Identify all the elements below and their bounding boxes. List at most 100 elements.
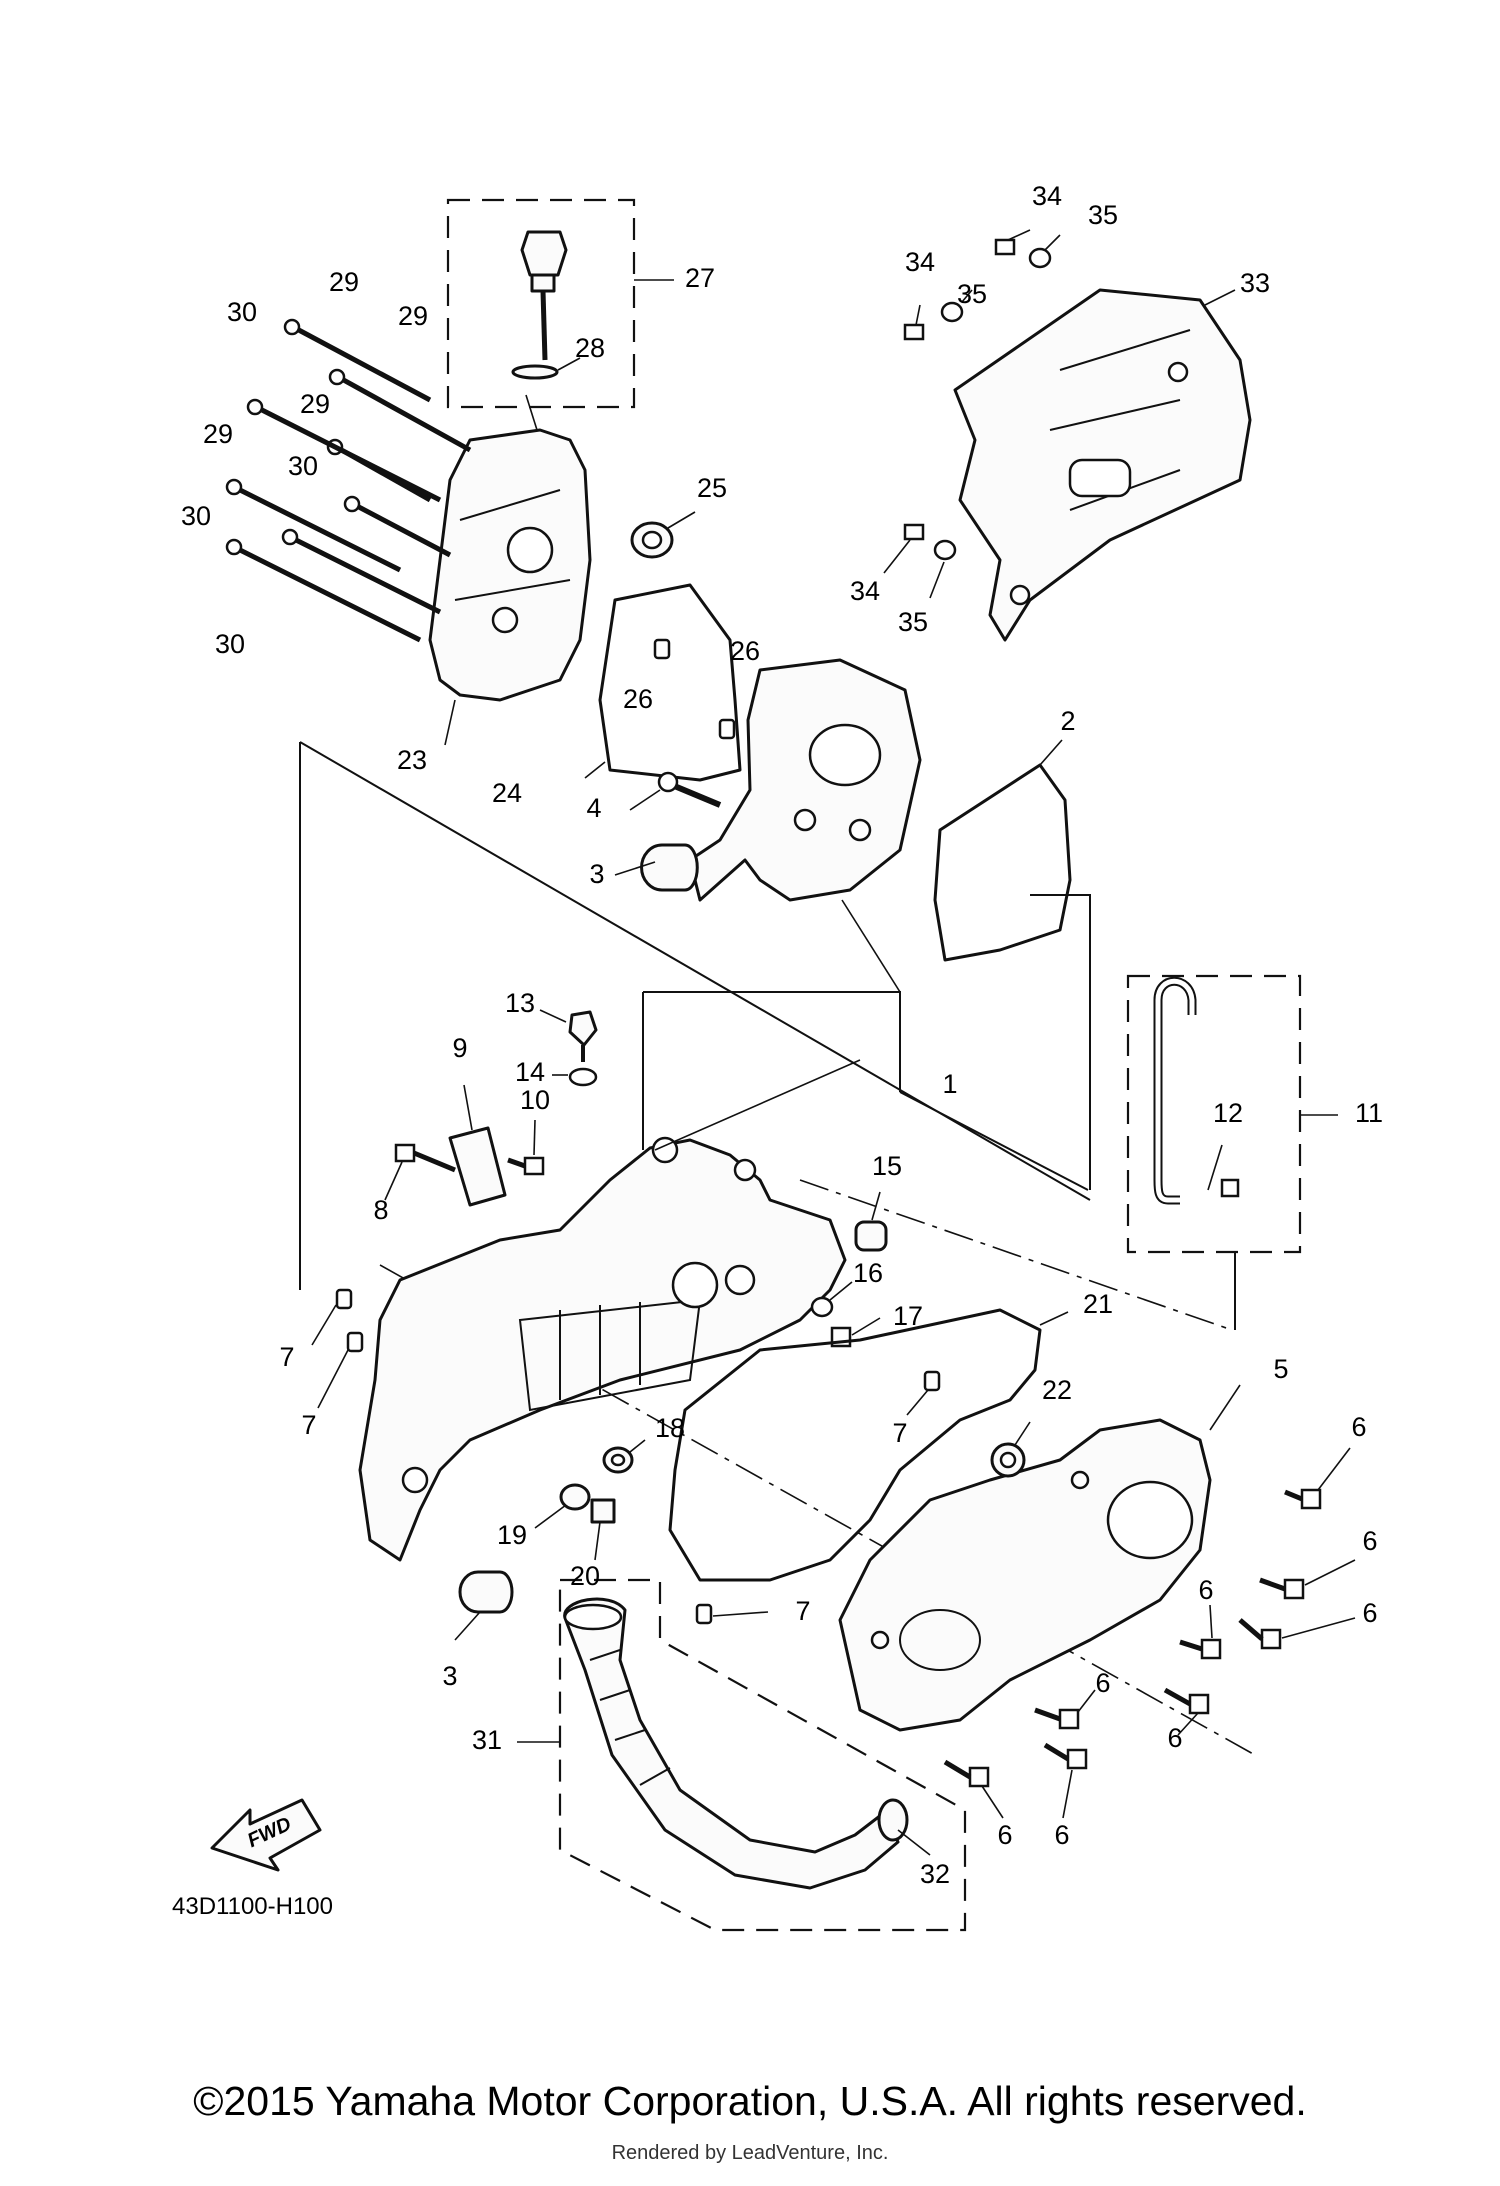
group-box-27 xyxy=(446,198,674,409)
crankcase-main xyxy=(358,1059,861,1562)
bolt-6h-icon xyxy=(1043,1742,1088,1819)
callout-6g: 6 xyxy=(997,1820,1012,1850)
callout-26a: 26 xyxy=(623,684,653,714)
bolt-29a-icon xyxy=(283,318,432,403)
callout-6b: 6 xyxy=(1362,1526,1377,1556)
callout-31: 31 xyxy=(472,1725,502,1755)
callout-6e: 6 xyxy=(1095,1668,1110,1698)
callout-20: 20 xyxy=(570,1561,600,1591)
bolt-30d-icon xyxy=(225,538,422,643)
callout-3a: 3 xyxy=(589,859,604,889)
callout-17: 17 xyxy=(893,1301,923,1331)
clamp-32-icon xyxy=(877,1798,931,1856)
callout-35c: 35 xyxy=(898,607,928,637)
callout-28: 28 xyxy=(575,333,605,363)
callout-29b: 29 xyxy=(398,301,428,331)
callout-30a: 30 xyxy=(227,297,257,327)
crankcase-cover-23 xyxy=(428,428,592,746)
callout-30b: 30 xyxy=(288,451,318,481)
bolt-30b-icon xyxy=(343,495,452,558)
washer-19-icon xyxy=(534,1483,591,1529)
callout-3b: 3 xyxy=(442,1661,457,1691)
hose-12-icon xyxy=(1153,976,1240,1205)
callout-34a: 34 xyxy=(1032,181,1062,211)
callout-24: 24 xyxy=(492,778,522,808)
bolt-29b-icon xyxy=(328,368,472,453)
callout-19: 19 xyxy=(497,1520,527,1550)
bolt-10-icon xyxy=(507,1119,545,1176)
callout-14: 14 xyxy=(515,1057,545,1087)
bolt-6a-icon xyxy=(1284,1447,1351,1510)
bolt-6f-icon xyxy=(1163,1687,1210,1736)
callout-10: 10 xyxy=(520,1085,550,1115)
fwd-arrow-icon: FWD xyxy=(210,1798,322,1872)
washer-35a-icon xyxy=(1028,247,1052,269)
bolt-6b-icon xyxy=(1259,1559,1356,1600)
bolt-34a-icon xyxy=(994,229,1031,256)
bolts-34 xyxy=(883,229,1031,574)
o-ring-14-icon xyxy=(552,1067,598,1087)
callout-16: 16 xyxy=(853,1258,883,1288)
plate-9-icon xyxy=(448,1084,507,1207)
callout-5: 5 xyxy=(1273,1354,1288,1384)
callout-7d: 7 xyxy=(795,1596,810,1626)
washer-18-icon xyxy=(602,1439,646,1474)
callout-30d: 30 xyxy=(215,629,245,659)
callout-35a: 35 xyxy=(1088,200,1118,230)
callout-29c: 29 xyxy=(300,389,330,419)
air-duct-31 xyxy=(563,1597,900,1890)
callout-22: 22 xyxy=(1042,1375,1072,1405)
dowel-7b-icon xyxy=(346,1331,364,1353)
oil-seal-25 xyxy=(630,511,696,559)
dowel-7c-icon xyxy=(923,1370,941,1392)
collar-15-icon xyxy=(854,1191,888,1252)
bolt-6d-icon xyxy=(1238,1617,1356,1650)
long-bolts-29-30 xyxy=(225,318,472,643)
o-ring-28-icon xyxy=(511,364,559,380)
washer-22-icon xyxy=(990,1421,1031,1478)
callout-30c: 30 xyxy=(181,501,211,531)
callout-1: 1 xyxy=(942,1069,957,1099)
crankcase-cover-5 xyxy=(838,1384,1241,1732)
callout-23: 23 xyxy=(397,745,427,775)
callout-26b: 26 xyxy=(730,636,760,666)
damper-3b-icon xyxy=(454,1570,514,1641)
callout-29a: 29 xyxy=(329,267,359,297)
group-box-11 xyxy=(1126,974,1338,1254)
callout-8: 8 xyxy=(373,1195,388,1225)
callout-34b: 34 xyxy=(905,247,935,277)
callout-29d: 29 xyxy=(203,419,233,449)
bolt-20-icon xyxy=(590,1498,616,1561)
bolts-6 xyxy=(943,1447,1356,1819)
callout-35b: 35 xyxy=(957,279,987,309)
bolt-29d-icon xyxy=(225,478,402,573)
bolt-34c-icon xyxy=(883,523,925,574)
callout-9: 9 xyxy=(452,1033,467,1063)
callout-6h: 6 xyxy=(1054,1820,1069,1850)
gasket-2 xyxy=(933,739,1072,962)
washer-35b-icon xyxy=(940,301,964,323)
plug-13-icon xyxy=(539,1009,598,1062)
bolt-6g-icon xyxy=(943,1759,1004,1819)
callout-18: 18 xyxy=(655,1413,685,1443)
callout-11: 11 xyxy=(1355,1098,1383,1128)
bolt-34b-icon xyxy=(903,304,925,341)
gasket-21 xyxy=(668,1308,1069,1582)
bolt-30c-icon xyxy=(281,528,442,615)
callout-6a: 6 xyxy=(1351,1412,1366,1442)
callout-7c: 7 xyxy=(892,1418,907,1448)
callout-6f: 6 xyxy=(1167,1723,1182,1753)
callout-21: 21 xyxy=(1083,1289,1113,1319)
callout-13: 13 xyxy=(505,988,535,1018)
callout-4: 4 xyxy=(586,793,601,823)
group-box-31 xyxy=(517,1578,967,1932)
bolt-30a-icon xyxy=(246,398,442,503)
callout-27: 27 xyxy=(685,263,715,293)
callout-15: 15 xyxy=(872,1151,902,1181)
damper-3a-icon xyxy=(614,843,699,892)
callout-25: 25 xyxy=(697,473,727,503)
bolt-4-icon xyxy=(629,771,722,811)
callout-32: 32 xyxy=(920,1859,950,1889)
diagram-code: 43D1100-H100 xyxy=(172,1893,333,1920)
